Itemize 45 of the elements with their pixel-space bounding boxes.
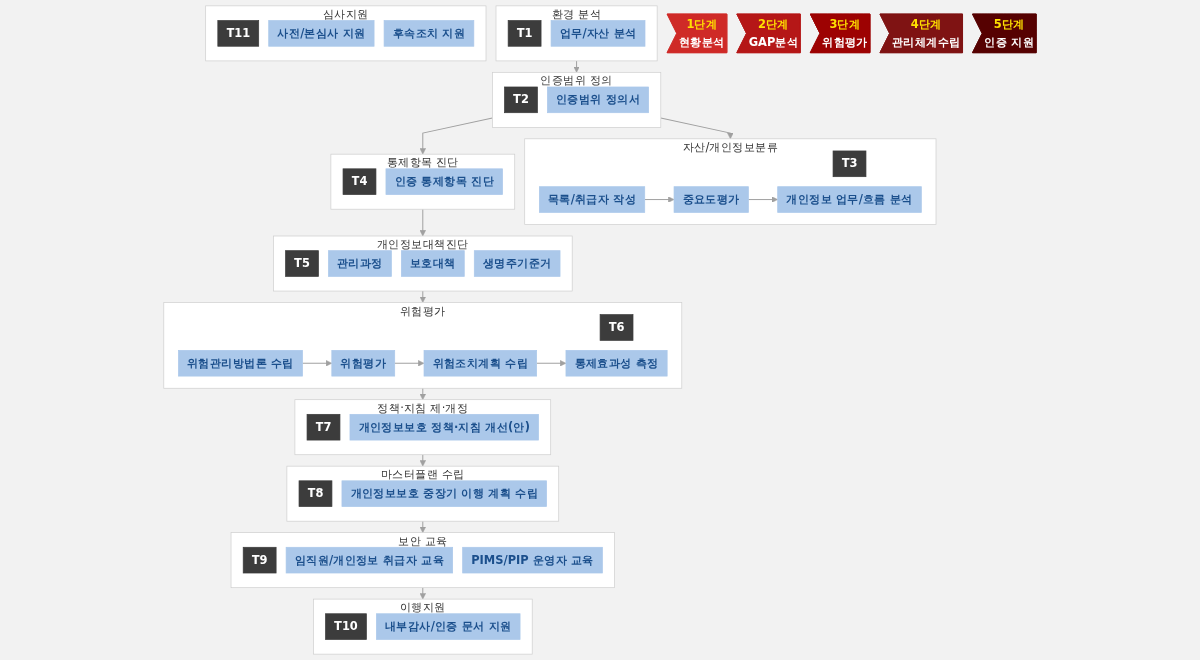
node-box: T3	[832, 150, 867, 178]
arrow	[419, 208, 426, 237]
node-box: 목록/취급자 작성	[539, 186, 646, 213]
node-box: T9	[242, 546, 277, 574]
node-box: 개인정보보호 중장기 이행 계획 수립	[341, 480, 547, 507]
node-box: T5	[285, 250, 319, 277]
node-box: 관리과정	[328, 250, 392, 277]
node-box: T1	[507, 20, 542, 47]
arrow	[747, 196, 778, 203]
arrow	[419, 290, 426, 303]
node-box: 내부감사/인증 문서 지원	[376, 613, 521, 640]
node-box: 사전/본심사 지원	[268, 20, 375, 47]
arrow	[419, 387, 426, 400]
node-box: 개인정보보호 정책·지침 개선(안)	[349, 414, 539, 441]
arrow	[419, 117, 493, 155]
node-box: PIMS/PIP 운영자 교육	[462, 546, 603, 574]
arrow	[644, 196, 675, 203]
node-box: 인증범위 정의서	[547, 86, 649, 114]
node-box: T8	[298, 480, 333, 507]
arrow	[419, 520, 426, 533]
node-box: T10	[325, 613, 367, 640]
node-box: 중요도평가	[673, 186, 749, 213]
node-box: 보호대책	[401, 250, 465, 277]
node-box: T7	[306, 414, 341, 441]
arrow	[573, 60, 580, 73]
node-box: 위험평가	[331, 350, 396, 377]
node-box: T11	[217, 20, 260, 47]
arrow	[302, 360, 333, 367]
node-box: 업무/자산 분석	[550, 20, 646, 47]
arrow	[419, 454, 426, 467]
node-box: T4	[342, 168, 377, 195]
node-box: 통제효과성 측정	[565, 350, 668, 377]
node-box: 생명주기준거	[473, 250, 561, 277]
arrow	[536, 360, 567, 367]
node-box: 위험조치계획 수립	[423, 350, 537, 377]
node-box: T2	[504, 86, 538, 114]
node-box: 위험관리방법론 수립	[178, 350, 303, 377]
node-box: 개인정보 업무/흐름 분석	[777, 186, 922, 213]
node-box: 인증 통제항목 진단	[385, 168, 503, 195]
arrow	[419, 587, 426, 600]
arrow	[394, 360, 425, 367]
node-box: T6	[599, 314, 634, 341]
node-box: 후속조치 지원	[383, 20, 475, 47]
node-box: 임직원/개인정보 취급자 교육	[285, 546, 453, 574]
arrow	[660, 117, 734, 140]
